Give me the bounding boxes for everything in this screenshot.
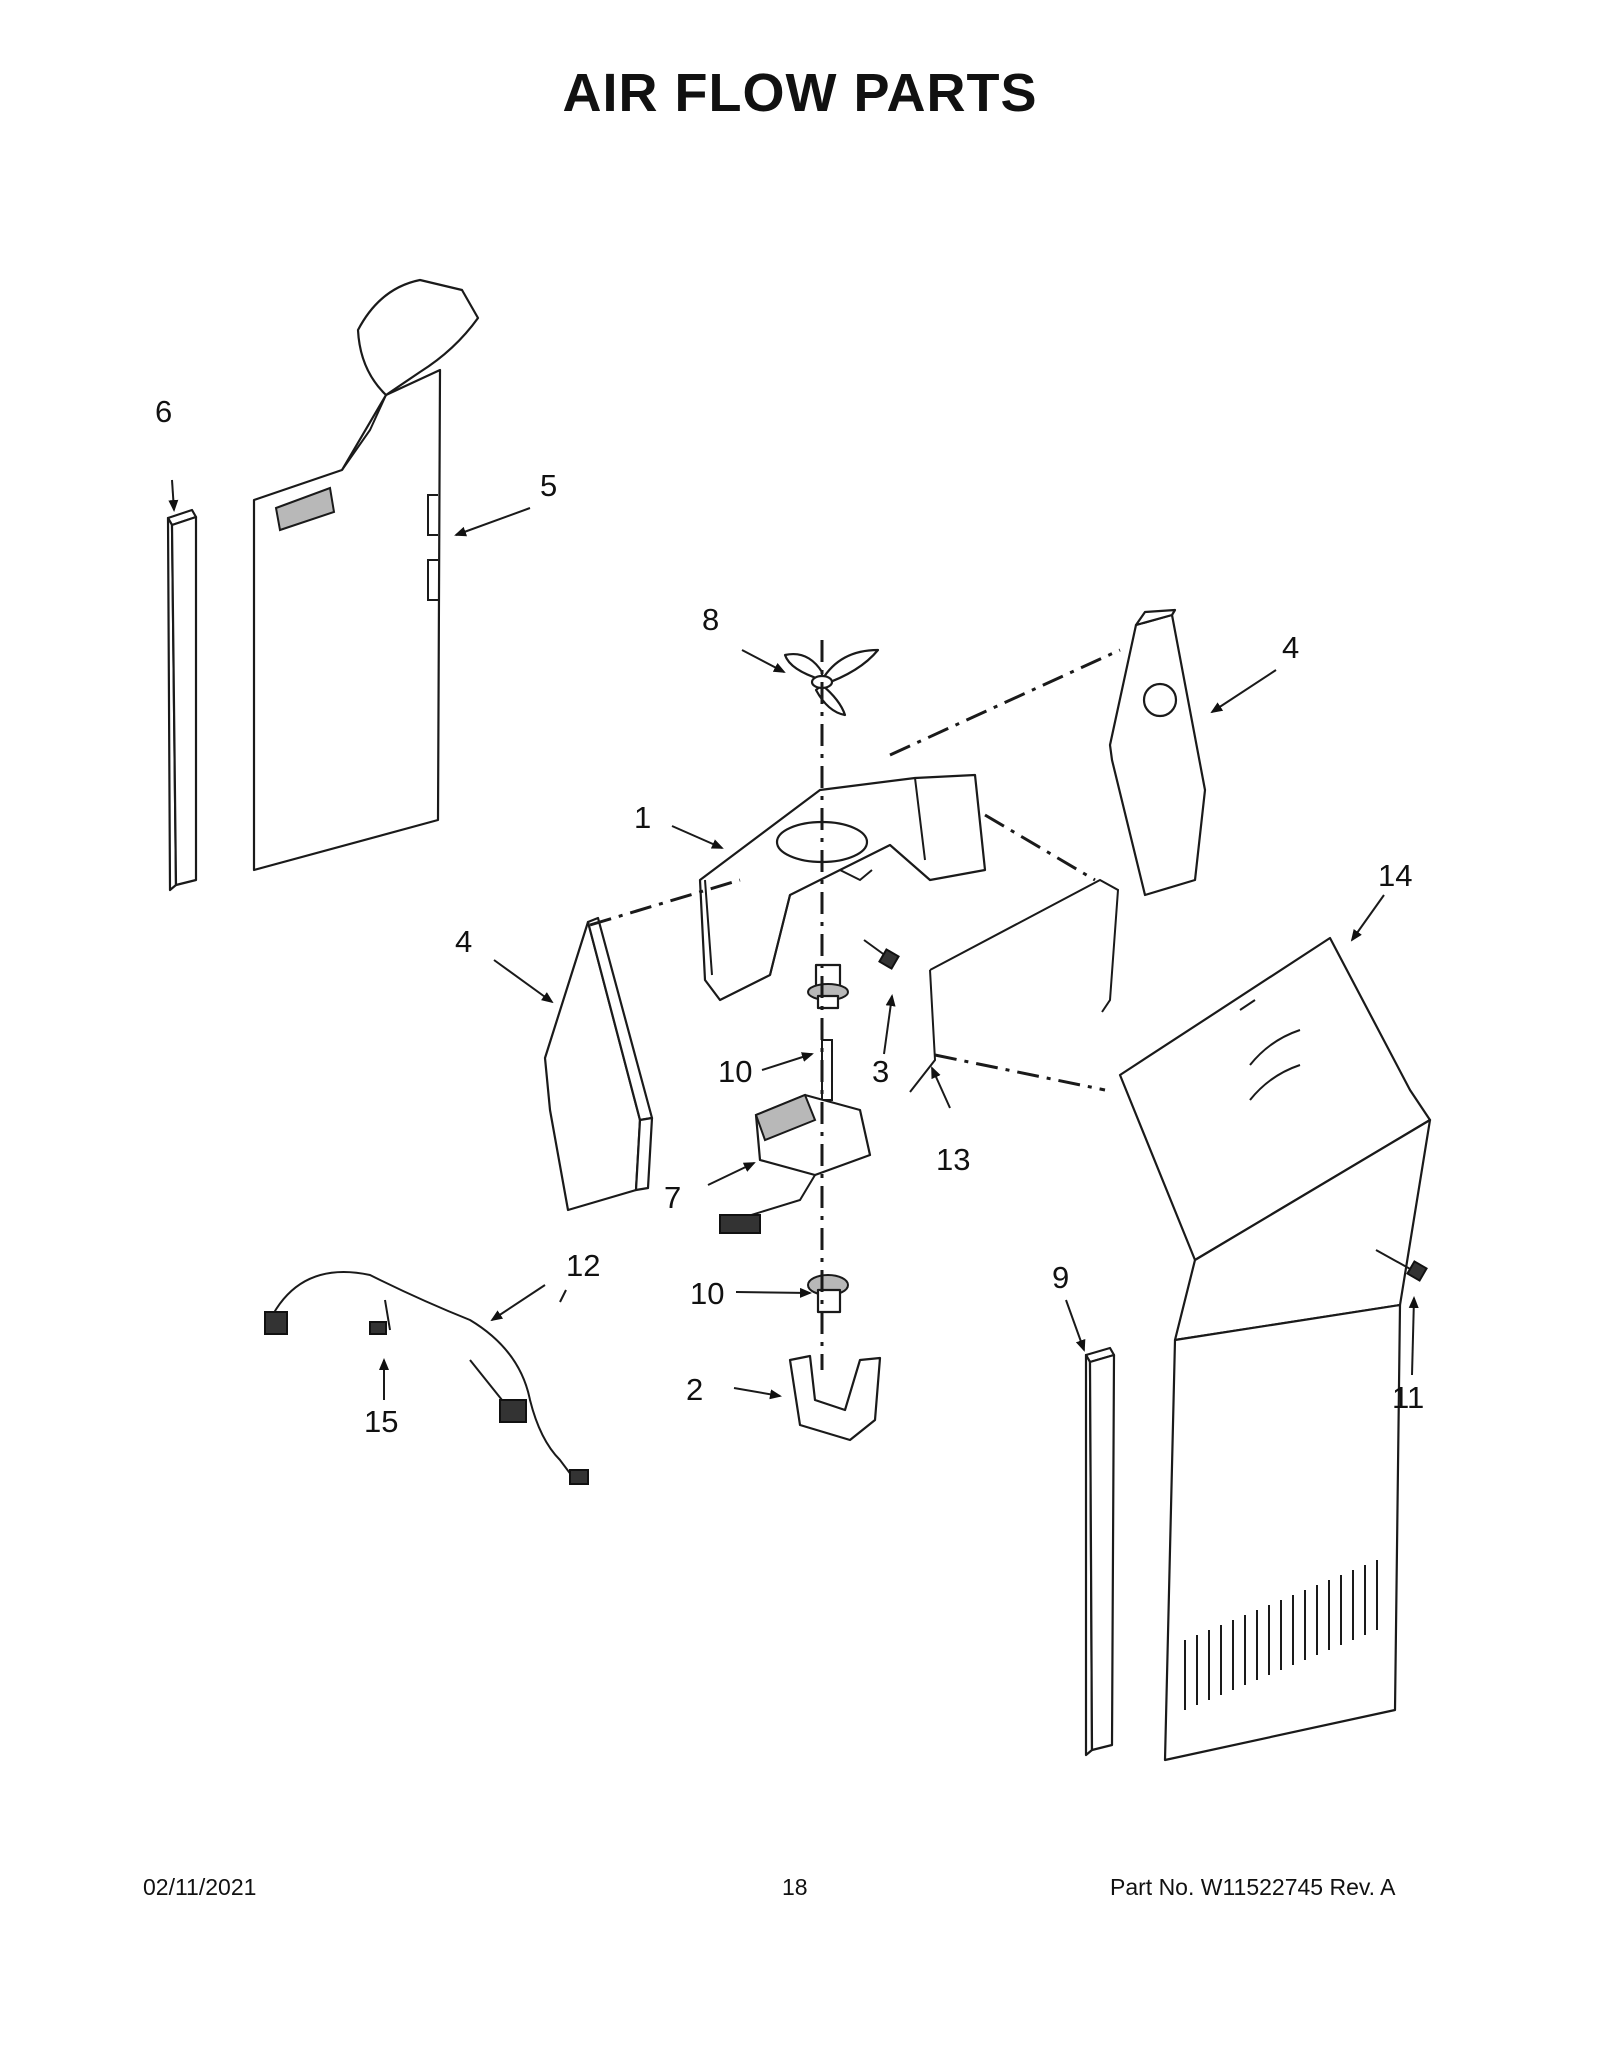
part-11-screw <box>1375 1249 1428 1282</box>
callout-11: 11 <box>1392 1380 1424 1415</box>
callout-15: 15 <box>364 1404 398 1439</box>
vent-slots <box>1184 1560 1378 1710</box>
callout-10-lower: 10 <box>690 1276 724 1311</box>
callout-5: 5 <box>540 468 557 503</box>
callout-3: 3 <box>872 1054 889 1089</box>
part-7-fan-motor <box>719 1039 872 1234</box>
callout-7: 7 <box>664 1180 681 1215</box>
callout-4-left: 4 <box>455 924 472 959</box>
callout-10-upper: 10 <box>718 1054 752 1089</box>
footer-date: 02/11/2021 <box>143 1874 257 1900</box>
callout-13: 13 <box>936 1142 970 1177</box>
callout-labels: 6 5 8 4 1 14 4 10 3 13 7 12 9 10 2 11 15 <box>155 394 1424 1439</box>
footer-part-number: Part No. W11522745 Rev. A <box>1110 1874 1396 1900</box>
callout-8: 8 <box>702 602 719 637</box>
part-10-grommet-lower <box>807 1274 849 1314</box>
part-4-baffle-right <box>1108 608 1207 897</box>
part-3-screw <box>863 939 900 970</box>
part-2-motor-bracket <box>788 1354 882 1442</box>
part-12-wire-harness <box>264 1271 589 1485</box>
callout-12: 12 <box>566 1248 600 1283</box>
leader-arrows <box>168 479 1419 1400</box>
page-title: AIR FLOW PARTS <box>562 63 1038 123</box>
callout-9: 9 <box>1052 1260 1069 1295</box>
callout-6: 6 <box>155 394 172 429</box>
part-6-gasket <box>166 508 198 892</box>
part-14-evap-cover <box>1118 936 1432 1762</box>
part-9-gasket <box>1084 1346 1116 1757</box>
callout-4-right: 4 <box>1282 630 1299 665</box>
callout-1: 1 <box>634 800 651 835</box>
assembly-lines <box>589 640 1121 1370</box>
part-1-fan-housing <box>698 773 987 1002</box>
part-4-baffle-left <box>543 916 654 1212</box>
callout-2: 2 <box>686 1372 703 1407</box>
part-8-fan-blade <box>783 648 880 717</box>
part-10-grommet-upper <box>807 963 849 1010</box>
footer-page-number: 18 <box>782 1874 808 1900</box>
part-13-wire-bail <box>909 878 1120 1093</box>
callout-14: 14 <box>1378 858 1412 893</box>
part-5-duct-cover <box>252 278 480 872</box>
